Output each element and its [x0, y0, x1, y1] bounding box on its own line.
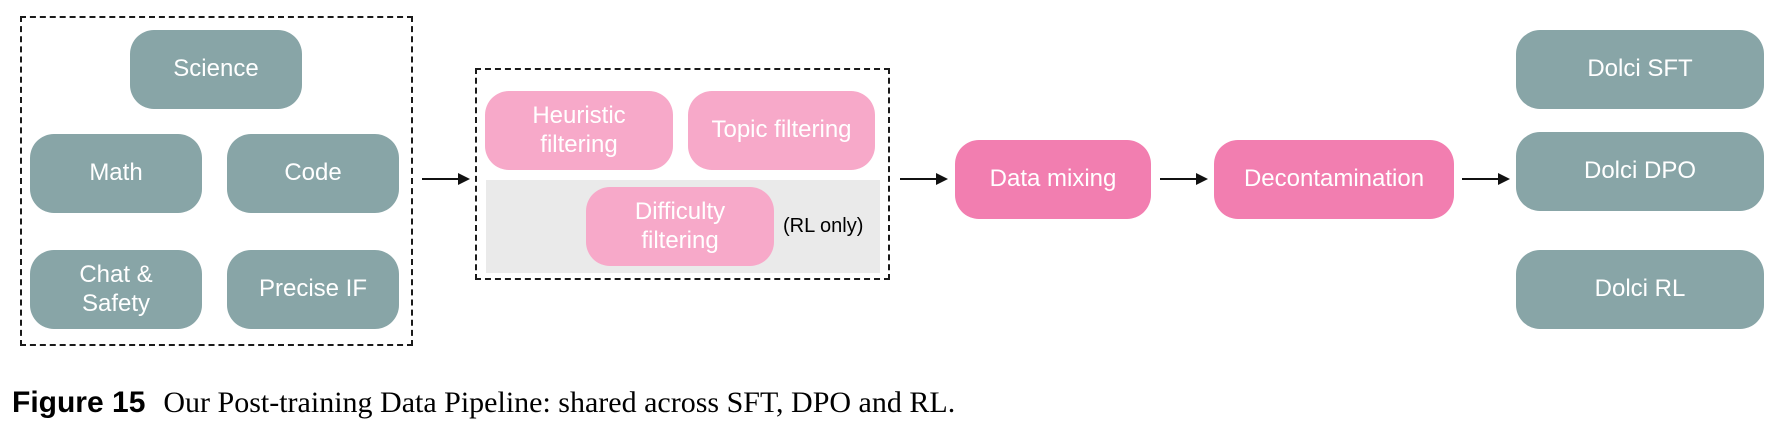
node-chat-safety: Chat & Safety	[30, 250, 202, 329]
node-dolci-rl: Dolci RL	[1516, 250, 1764, 329]
node-math: Math	[30, 134, 202, 213]
node-code: Code	[227, 134, 399, 213]
node-science: Science	[130, 30, 302, 109]
node-difficulty-filtering: Difficulty filtering	[586, 187, 774, 266]
figure-caption: Figure 15 Our Post-training Data Pipeline…	[12, 386, 955, 420]
source-datasets-group	[20, 16, 413, 346]
node-precise-if: Precise IF	[227, 250, 399, 329]
node-dolci-dpo: Dolci DPO	[1516, 132, 1764, 211]
node-topic-filtering: Topic filtering	[688, 91, 875, 170]
rl-only-note: (RL only)	[783, 215, 864, 237]
node-heuristic-filtering: Heuristic filtering	[485, 91, 673, 170]
figure-caption-text: Our Post-training Data Pipeline: shared …	[163, 386, 956, 419]
filtering-group	[475, 68, 890, 280]
node-decontamination: Decontamination	[1214, 140, 1454, 219]
figure-label: Figure 15	[12, 386, 146, 419]
node-data-mixing: Data mixing	[955, 140, 1151, 219]
node-dolci-sft: Dolci SFT	[1516, 30, 1764, 109]
